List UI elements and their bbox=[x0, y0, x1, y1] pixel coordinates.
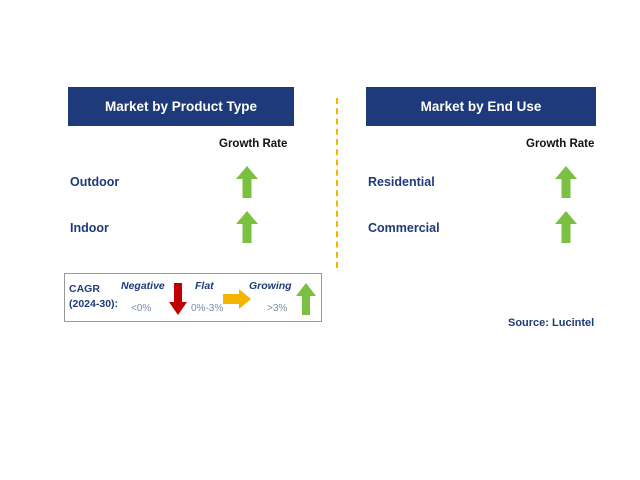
row-label-outdoor: Outdoor bbox=[70, 175, 120, 189]
row-label-commercial: Commercial bbox=[368, 221, 440, 235]
legend-cagr-label: CAGR (2024-30): bbox=[69, 282, 118, 312]
up-arrow-icon bbox=[236, 211, 258, 243]
legend-negative-range: <0% bbox=[131, 303, 152, 314]
panel-title-end-use: Market by End Use bbox=[366, 87, 596, 126]
row-label-indoor: Indoor bbox=[70, 221, 109, 235]
legend-box: CAGR (2024-30): Negative <0% Flat 0%-3% … bbox=[64, 273, 322, 322]
legend-cagr-line1: CAGR bbox=[69, 283, 100, 295]
up-arrow-icon bbox=[555, 166, 577, 198]
legend-flat-range: 0%-3% bbox=[191, 303, 224, 314]
growth-rate-header: Growth Rate bbox=[526, 138, 595, 150]
row-label-residential: Residential bbox=[368, 175, 435, 189]
down-arrow-icon bbox=[169, 283, 187, 315]
right-arrow-icon bbox=[223, 289, 251, 309]
up-arrow-icon bbox=[236, 166, 258, 198]
legend-growing-label: Growing bbox=[249, 280, 292, 292]
legend-growing-range: >3% bbox=[267, 303, 288, 314]
up-arrow-icon bbox=[296, 283, 316, 315]
legend-negative-label: Negative bbox=[121, 280, 165, 292]
source-note: Source: Lucintel bbox=[508, 317, 595, 329]
legend-cagr-line2: (2024-30): bbox=[69, 298, 119, 310]
panel-title-product-type: Market by Product Type bbox=[68, 87, 294, 126]
up-arrow-icon bbox=[555, 211, 577, 243]
panel-divider bbox=[336, 98, 338, 268]
legend-flat-label: Flat bbox=[195, 280, 214, 292]
growth-rate-header: Growth Rate bbox=[219, 138, 288, 150]
